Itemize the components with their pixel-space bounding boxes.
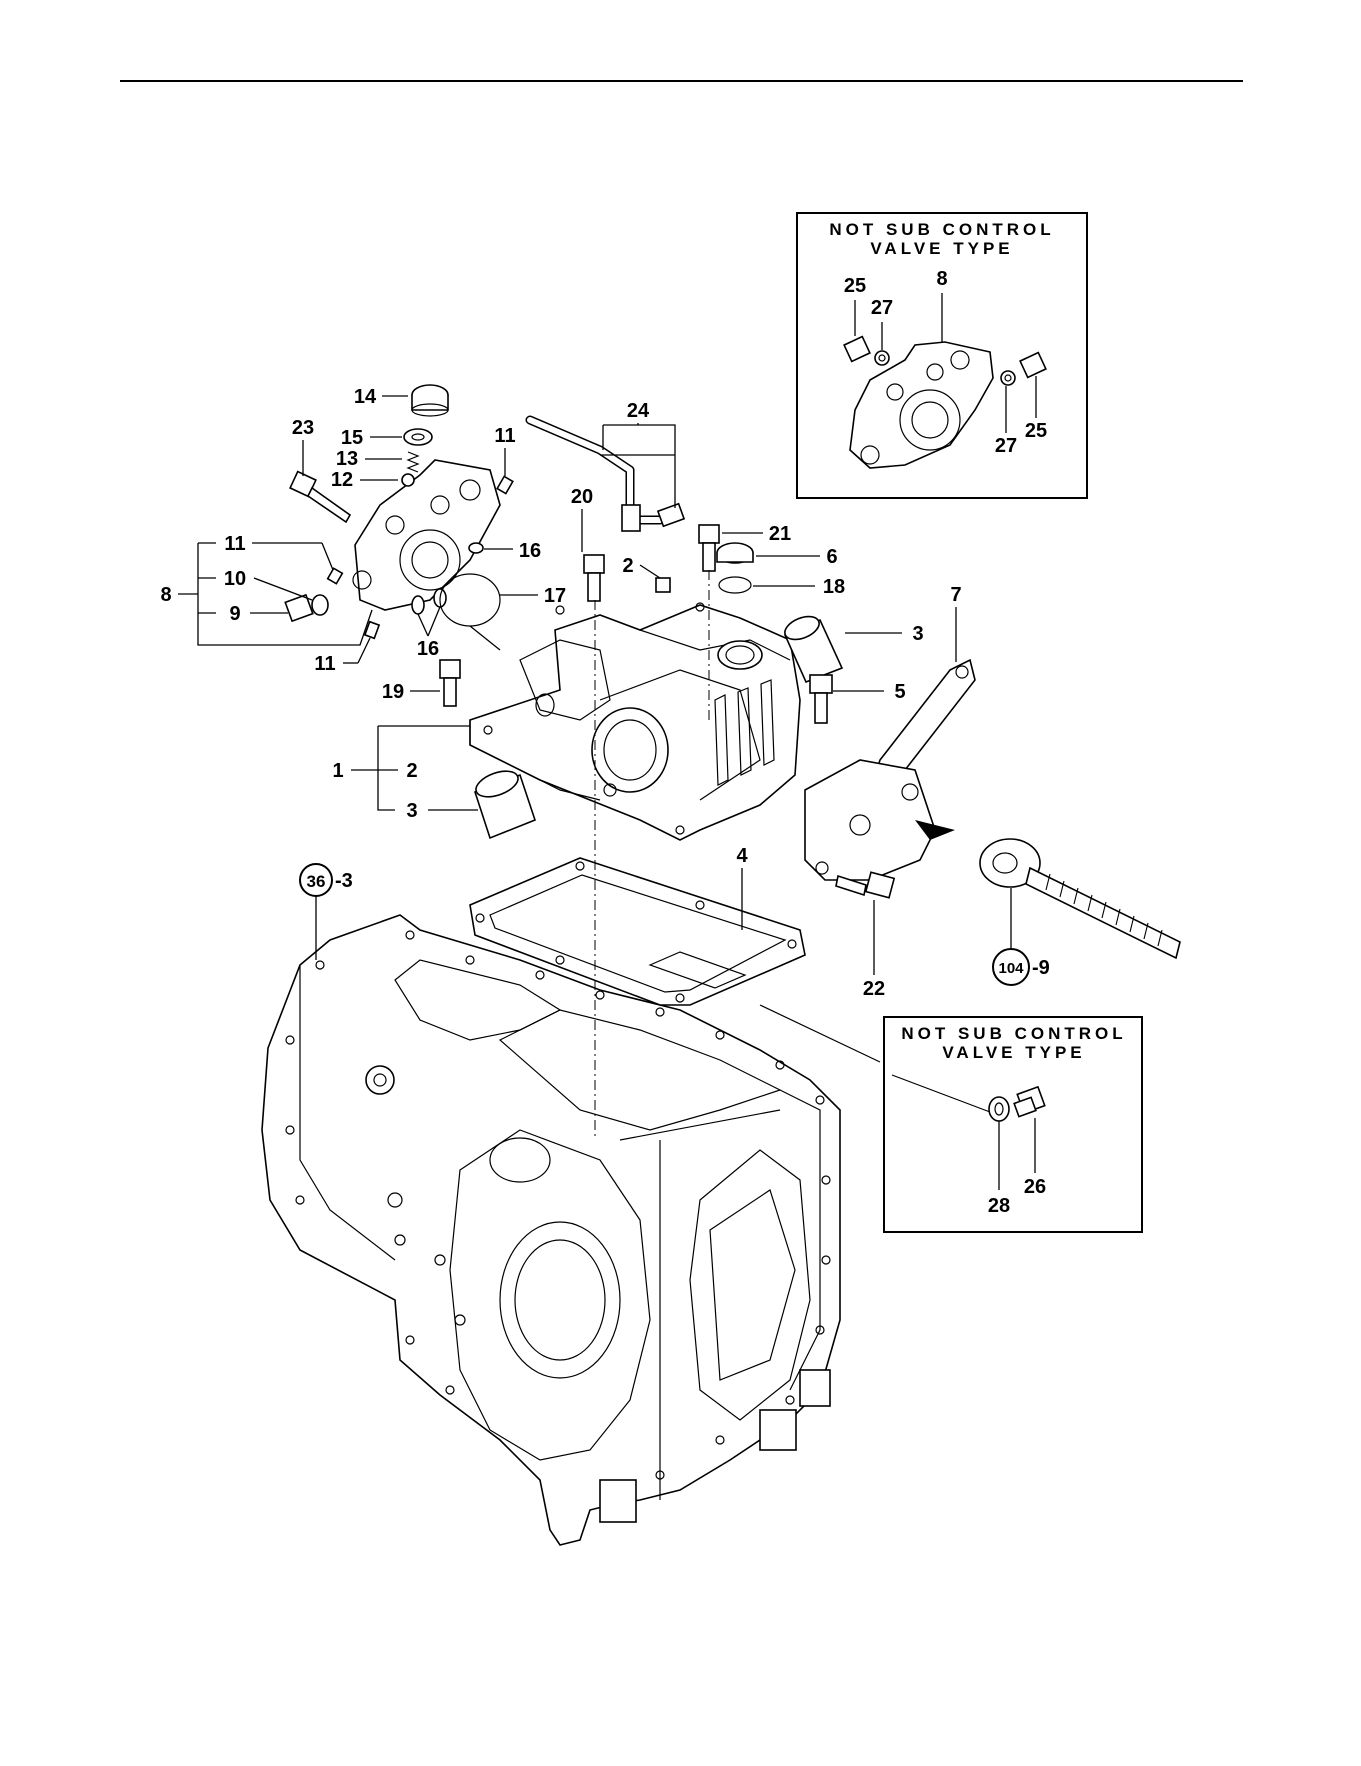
callout-8b: 8 [936, 268, 947, 290]
bolt-5 [810, 675, 832, 723]
pipe-24 [530, 420, 684, 531]
bolt-21 [699, 525, 719, 571]
callout-26: 26 [1024, 1176, 1046, 1198]
o-ring-18 [719, 577, 751, 593]
callout-14: 14 [354, 386, 377, 408]
callout-2b: 2 [406, 760, 417, 782]
ball-12 [402, 474, 414, 486]
rod-end-assembly [980, 839, 1180, 958]
washer-10 [312, 595, 328, 615]
reference-36-number: 36 [307, 872, 326, 891]
callout-17: 17 [544, 585, 566, 607]
callout-11c: 11 [314, 653, 335, 675]
reference-104-number: 104 [998, 960, 1024, 977]
cap-6 [717, 543, 753, 563]
callout-10: 10 [224, 568, 246, 590]
inset-lower-title-line1: NOT SUB CONTROL [901, 1024, 1126, 1043]
inset-washer-28 [989, 1097, 1009, 1121]
o-ring-17 [440, 574, 500, 626]
callout-22: 22 [863, 978, 885, 1000]
nut-2-top [656, 578, 670, 592]
callout-2a: 2 [622, 555, 633, 577]
callout-25a: 25 [844, 275, 866, 297]
bolt-20 [584, 555, 604, 601]
reference-104-suffix: -9 [1032, 957, 1050, 979]
callout-11b: 11 [224, 533, 245, 555]
bushing-3-left [473, 766, 535, 838]
callout-13: 13 [336, 448, 358, 470]
callout-1: 1 [332, 760, 343, 782]
inset-upper-title-line2: VALVE TYPE [870, 239, 1013, 258]
inset-lower-title-line2: VALVE TYPE [942, 1043, 1085, 1062]
callout-27a: 27 [871, 297, 893, 319]
callout-24: 24 [627, 400, 650, 422]
callout-6: 6 [826, 546, 837, 568]
callout-7: 7 [950, 584, 961, 606]
callout-5: 5 [894, 681, 905, 703]
callout-9: 9 [229, 603, 240, 625]
callout-25b: 25 [1025, 420, 1047, 442]
inset-box-upper: NOT SUB CONTROL VALVE TYPE 25 27 8 27 [797, 213, 1087, 498]
callout-16a: 16 [519, 540, 541, 562]
reference-104-9: 104 -9 [993, 888, 1050, 985]
callout-20: 20 [571, 486, 593, 508]
callout-21: 21 [769, 523, 791, 545]
control-valve-8 [353, 460, 500, 610]
lever-bracket [805, 760, 955, 880]
transmission-case [262, 915, 840, 1545]
callout-16b: 16 [417, 638, 439, 660]
callout-28: 28 [988, 1195, 1010, 1217]
callout-15: 15 [341, 427, 363, 449]
callout-3b: 3 [406, 800, 417, 822]
callout-23: 23 [292, 417, 314, 439]
plug-14 [412, 385, 448, 416]
washer-15 [404, 429, 432, 445]
callout-19: 19 [382, 681, 404, 703]
inset-upper-title-line1: NOT SUB CONTROL [829, 220, 1054, 239]
callout-12: 12 [331, 469, 353, 491]
callout-18: 18 [823, 576, 845, 598]
bolt-19 [440, 660, 460, 706]
callout-8a: 8 [160, 584, 171, 606]
callout-11a: 11 [494, 425, 515, 447]
callout-4: 4 [736, 845, 748, 867]
screw-11-mid [328, 568, 343, 583]
callout-27b: 27 [995, 435, 1017, 457]
callout-3a: 3 [912, 623, 923, 645]
spring-13 [408, 452, 418, 472]
reference-36-suffix: -3 [335, 870, 353, 892]
screw-11-top [497, 476, 513, 493]
